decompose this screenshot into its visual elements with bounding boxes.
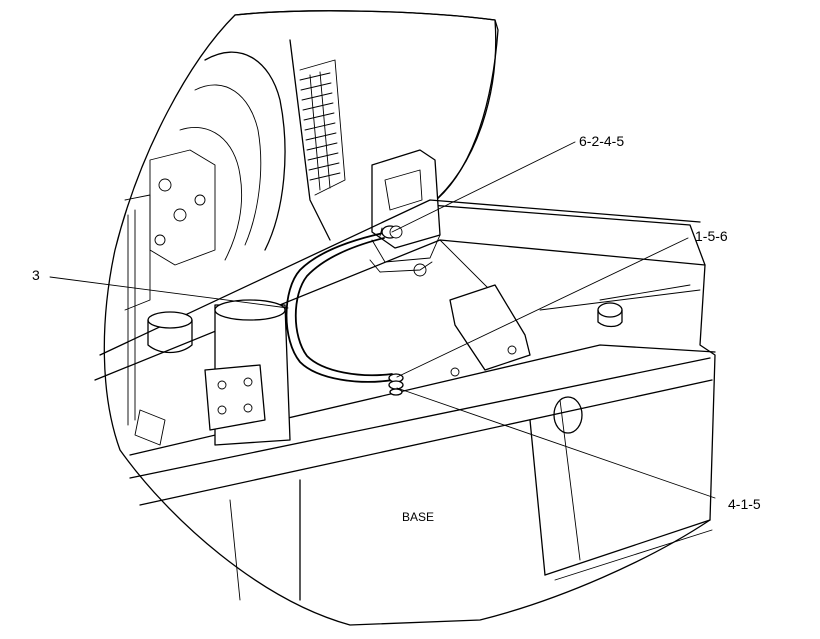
callout-6-2-4-5: 6-2-4-5 bbox=[579, 133, 624, 149]
upper-fastener bbox=[379, 225, 403, 239]
engine-housing bbox=[124, 10, 497, 426]
callout-1-5-6: 1-5-6 bbox=[695, 228, 728, 244]
leader-line-1 bbox=[391, 141, 576, 233]
callout-4-1-5: 4-1-5 bbox=[728, 496, 761, 512]
leader-line-3 bbox=[49, 276, 289, 309]
cooling-grille bbox=[299, 71, 341, 191]
callout-3: 3 bbox=[32, 267, 40, 283]
mounting-bracket bbox=[369, 149, 441, 273]
ground-strap bbox=[285, 231, 394, 383]
detail-view-outline bbox=[103, 10, 716, 626]
lower-fastener bbox=[388, 373, 404, 396]
leader-lines bbox=[49, 141, 716, 499]
leader-line-2 bbox=[396, 237, 689, 378]
leader-line-4 bbox=[396, 387, 716, 499]
support-pedestal bbox=[134, 299, 291, 446]
base-crossmember bbox=[413, 263, 623, 377]
base-label: BASE bbox=[402, 510, 434, 524]
